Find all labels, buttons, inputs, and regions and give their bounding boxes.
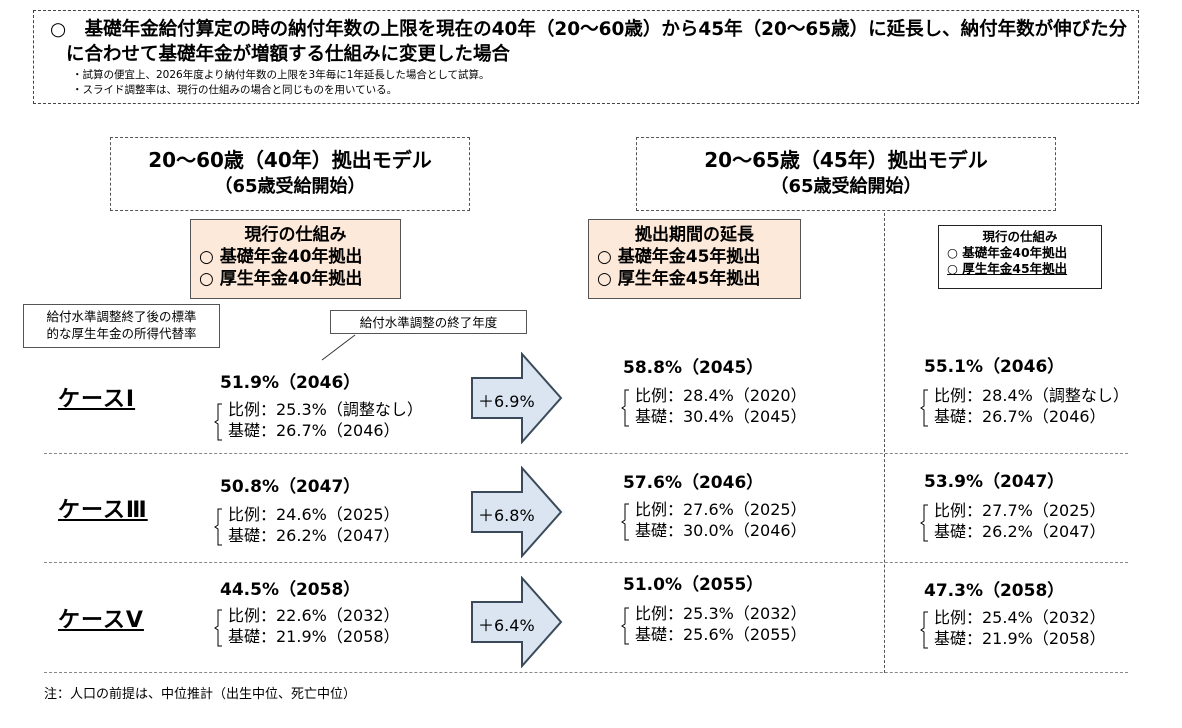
mech-current-box: 現行の仕組み ○ 基礎年金40年拠出 ○ 厚生年金40年拠出 <box>190 219 401 299</box>
mech-current-line1: ○ 基礎年金40年拠出 <box>199 247 363 267</box>
header-note-2: ・スライド調整率は、現行の仕組みの場合と同じものを用いている。 <box>72 84 398 96</box>
case5-left-prop: 比例：22.6%（2032） <box>228 606 400 625</box>
header-line2: に合わせて基礎年金が増額する仕組みに変更した場合 <box>66 44 511 65</box>
brace-icon <box>214 609 222 647</box>
case1-left-main: 51.9%（2046） <box>220 373 361 393</box>
model-40-subtitle: （65歳受給開始） <box>214 176 366 197</box>
case5-mid-basic: 基礎：25.6%（2055） <box>635 625 807 644</box>
mech-current-small-box: 現行の仕組み ○ 基礎年金40年拠出 ○ 厚生年金45年拠出 <box>938 225 1102 289</box>
callout-rate-line2: 的な厚生年金の所得代替率 <box>46 326 197 341</box>
mech-current-line2: ○ 厚生年金40年拠出 <box>199 269 363 289</box>
header-box <box>33 10 1139 104</box>
case3-left-prop: 比例：24.6%（2025） <box>228 505 400 524</box>
column-separator <box>884 213 885 673</box>
case5-right-prop: 比例：25.4%（2032） <box>934 608 1106 627</box>
case1-right-prop: 比例：28.4%（調整なし） <box>934 386 1129 405</box>
case5-mid-breakdown: 比例：25.3%（2032） 基礎：25.6%（2055） <box>621 603 807 645</box>
mech-small-line1: ○ 基礎年金40年拠出 <box>947 245 1068 260</box>
mech-current-title: 現行の仕組み <box>244 225 347 245</box>
case5-increase: ＋6.4% <box>478 616 535 635</box>
row-separator-3 <box>44 672 1128 673</box>
case1-left-basic: 基礎：26.7%（2046） <box>228 421 400 440</box>
case5-left-basic: 基礎：21.9%（2058） <box>228 627 400 646</box>
brace-icon <box>920 504 928 542</box>
case3-left-main: 50.8%（2047） <box>220 477 361 497</box>
model-45-title: 20～65歳（45年）拠出モデル <box>704 148 988 172</box>
model-40-title: 20～60歳（40年）拠出モデル <box>148 148 432 172</box>
case3-increase: ＋6.8% <box>478 506 535 525</box>
case3-mid-basic: 基礎：30.0%（2046） <box>635 521 807 540</box>
case3-mid-main: 57.6%（2046） <box>623 473 764 493</box>
case5-right-main: 47.3%（2058） <box>924 581 1065 601</box>
case3-right-main: 53.9%（2047） <box>924 472 1065 492</box>
increase-arrow-icon <box>471 352 563 444</box>
case5-left-breakdown: 比例：22.6%（2032） 基礎：21.9%（2058） <box>214 605 400 647</box>
case1-mid-basic: 基礎：30.4%（2045） <box>635 407 807 426</box>
case5-left-main: 44.5%（2058） <box>220 580 361 600</box>
brace-icon <box>214 403 222 441</box>
brace-icon <box>920 611 928 649</box>
brace-icon <box>621 389 629 427</box>
brace-icon <box>621 607 629 645</box>
case3-mid-breakdown: 比例：27.6%（2025） 基礎：30.0%（2046） <box>621 499 807 541</box>
brace-icon <box>621 503 629 541</box>
mech-extend-line1: ○ 基礎年金45年拠出 <box>597 247 761 267</box>
case3-left-breakdown: 比例：24.6%（2025） 基礎：26.2%（2047） <box>214 504 400 546</box>
case5-right-basic: 基礎：21.9%（2058） <box>934 629 1106 648</box>
brace-icon <box>214 508 222 546</box>
callout-replacement-rate: 給付水準調整終了後の標準 的な厚生年金の所得代替率 <box>23 304 220 348</box>
case5-mid-main: 51.0%（2055） <box>623 575 764 595</box>
case5-mid-prop: 比例：25.3%（2032） <box>635 604 807 623</box>
case1-left-prop: 比例：25.3%（調整なし） <box>228 400 423 419</box>
case3-left-basic: 基礎：26.2%（2047） <box>228 526 400 545</box>
model-45-subtitle: （65歳受給開始） <box>770 176 922 197</box>
mech-small-line2: ○ 厚生年金45年拠出 <box>947 261 1068 276</box>
mech-extend-box: 拠出期間の延長 ○ 基礎年金45年拠出 ○ 厚生年金45年拠出 <box>588 219 801 299</box>
case1-mid-breakdown: 比例：28.4%（2020） 基礎：30.4%（2045） <box>621 385 807 427</box>
brace-icon <box>920 389 928 427</box>
case1-right-breakdown: 比例：28.4%（調整なし） 基礎：26.7%（2046） <box>920 385 1129 427</box>
row-separator-1 <box>44 453 1128 454</box>
case3-right-prop: 比例：27.7%（2025） <box>934 501 1106 520</box>
case3-right-breakdown: 比例：27.7%（2025） 基礎：26.2%（2047） <box>920 500 1106 542</box>
model-45-box: 20～65歳（45年）拠出モデル （65歳受給開始） <box>636 137 1056 211</box>
case1-right-basic: 基礎：26.7%（2046） <box>934 407 1106 426</box>
mech-extend-title: 拠出期間の延長 <box>635 225 754 245</box>
callout-end-year: 給付水準調整の終了年度 <box>330 310 527 334</box>
case-label-3: ケースⅢ <box>58 498 148 523</box>
increase-arrow-icon <box>471 466 563 558</box>
mech-extend-line2: ○ 厚生年金45年拠出 <box>597 269 761 289</box>
case1-increase: ＋6.9% <box>478 392 535 411</box>
header-note-1: ・試算の便宜上、2026年度より納付年数の上限を3年毎に1年延長した場合として試… <box>72 69 490 81</box>
case3-right-basic: 基礎：26.2%（2047） <box>934 522 1106 541</box>
mech-small-title: 現行の仕組み <box>982 229 1058 244</box>
row-separator-2 <box>44 562 1128 563</box>
case1-right-main: 55.1%（2046） <box>924 357 1065 377</box>
case3-mid-prop: 比例：27.6%（2025） <box>635 500 807 519</box>
case1-mid-prop: 比例：28.4%（2020） <box>635 386 807 405</box>
case-label-1: ケースⅠ <box>58 387 136 412</box>
case-label-5: ケースⅤ <box>58 608 144 633</box>
case1-mid-main: 58.8%（2045） <box>623 358 764 378</box>
model-40-box: 20～60歳（40年）拠出モデル （65歳受給開始） <box>110 137 470 211</box>
header-line1: 基礎年金給付算定の時の納付年数の上限を現在の40年（20～60歳）から45年（2… <box>84 19 1128 40</box>
header-text: ○ 基礎年金給付算定の時の納付年数の上限を現在の40年（20～60歳）から45年… <box>50 17 1135 67</box>
callout-rate-line1: 給付水準調整終了後の標準 <box>46 309 197 324</box>
case1-left-breakdown: 比例：25.3%（調整なし） 基礎：26.7%（2046） <box>214 399 423 441</box>
callout-year-text: 給付水準調整の終了年度 <box>359 315 498 330</box>
case5-right-breakdown: 比例：25.4%（2032） 基礎：21.9%（2058） <box>920 607 1106 649</box>
footnote: 注：人口の前提は、中位推計（出生中位、死亡中位） <box>44 687 357 702</box>
header-marker: ○ <box>50 19 67 40</box>
increase-arrow-icon <box>471 576 563 668</box>
